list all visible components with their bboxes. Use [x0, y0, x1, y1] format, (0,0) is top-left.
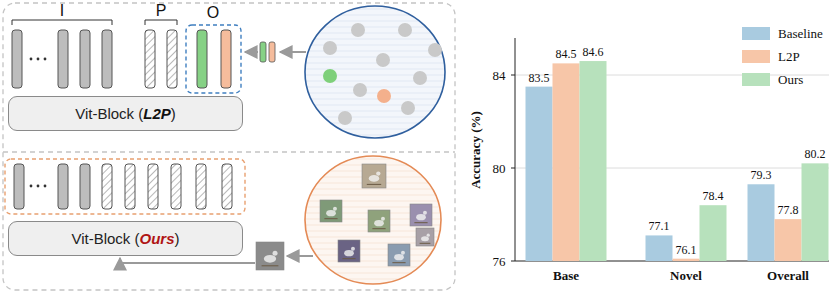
ellipsis-dot [37, 58, 40, 61]
prompt-dot [401, 101, 415, 115]
token [12, 30, 22, 88]
value-label: 84.5 [556, 48, 577, 60]
token [197, 30, 207, 88]
bracket [145, 20, 177, 25]
bracket [12, 20, 112, 25]
bar [775, 219, 802, 261]
bird-image [368, 210, 390, 232]
prompt-dot [398, 23, 412, 37]
ellipsis-dot [44, 185, 47, 188]
bird-image [416, 228, 434, 246]
bar [646, 235, 673, 261]
ellipsis-dot [44, 58, 47, 61]
category-label: Overall [767, 269, 809, 282]
legend-swatch [742, 50, 770, 63]
segment-label: I [60, 3, 64, 19]
token [102, 164, 112, 209]
prompt-dot [376, 53, 390, 67]
panel-border [3, 3, 455, 290]
token [145, 30, 155, 88]
bar [802, 163, 829, 261]
segment-label: O [207, 5, 219, 21]
category-label: Base [553, 269, 579, 282]
left-panel [3, 3, 455, 290]
legend-label: Baseline [778, 27, 823, 40]
tick-label: 76 [493, 255, 506, 268]
prompt-dot [353, 83, 367, 97]
value-label: 80.2 [805, 148, 826, 160]
bar [700, 205, 727, 261]
prompt-dot [338, 111, 352, 125]
bar [526, 87, 553, 261]
token [196, 164, 206, 209]
value-label: 76.1 [676, 244, 697, 256]
arrow [280, 51, 306, 53]
prompt-dot [413, 71, 427, 85]
bird-image [410, 204, 432, 226]
ellipsis-dot [37, 185, 40, 188]
token [222, 164, 232, 209]
selected-dot [323, 69, 337, 83]
legend-swatch [742, 73, 770, 86]
axis-title: Accuracy (%) [469, 111, 482, 189]
legend-label: L2P [778, 50, 800, 63]
augmentation-pool [305, 156, 441, 284]
block-label: Vit-Block (Ours) [71, 230, 179, 247]
vit-block: Vit-Block (L2P) [8, 96, 243, 131]
separator [3, 151, 455, 152]
token [171, 164, 181, 209]
prompt-pool [305, 6, 445, 138]
vit-block: Vit-Block (Ours) [8, 221, 243, 256]
y-axis [515, 38, 516, 261]
value-label: 78.4 [703, 190, 724, 202]
bird-image [320, 200, 342, 222]
prompt-dot [323, 41, 337, 55]
bar [580, 61, 607, 261]
bar-chart [511, 38, 829, 261]
token [167, 30, 177, 88]
token [14, 164, 24, 209]
token [80, 30, 90, 88]
token [58, 164, 68, 209]
bar [748, 184, 775, 261]
selected-dot [377, 89, 391, 103]
token [102, 30, 112, 88]
value-label: 83.5 [529, 72, 550, 84]
token [148, 164, 158, 209]
token [221, 30, 231, 88]
token [80, 164, 90, 209]
legend-swatch [742, 27, 770, 40]
bird-image [362, 164, 386, 188]
bird-image [388, 244, 410, 266]
arrow [245, 51, 258, 53]
bird-image [338, 240, 360, 262]
token [58, 30, 68, 88]
ellipsis-dot [30, 185, 33, 188]
tick-label: 80 [493, 162, 506, 175]
value-label: 77.1 [649, 220, 670, 232]
legend-label: Ours [778, 73, 803, 86]
prompt-dot [428, 43, 442, 57]
tick-label: 84 [493, 69, 506, 82]
arrow [120, 258, 255, 263]
arrow [287, 255, 313, 257]
category-label: Novel [670, 269, 702, 282]
bar [553, 63, 580, 261]
ellipsis-dot [30, 58, 33, 61]
bar [673, 259, 700, 261]
token [125, 164, 135, 209]
bird-image [256, 242, 284, 270]
block-label: Vit-Block (L2P) [75, 105, 176, 122]
prompt-dot [351, 23, 365, 37]
segment-label: P [156, 3, 167, 19]
value-label: 84.6 [583, 46, 604, 58]
value-label: 79.3 [751, 169, 772, 181]
output-box [186, 25, 241, 93]
value-label: 77.8 [778, 204, 799, 216]
token-box [5, 159, 245, 214]
